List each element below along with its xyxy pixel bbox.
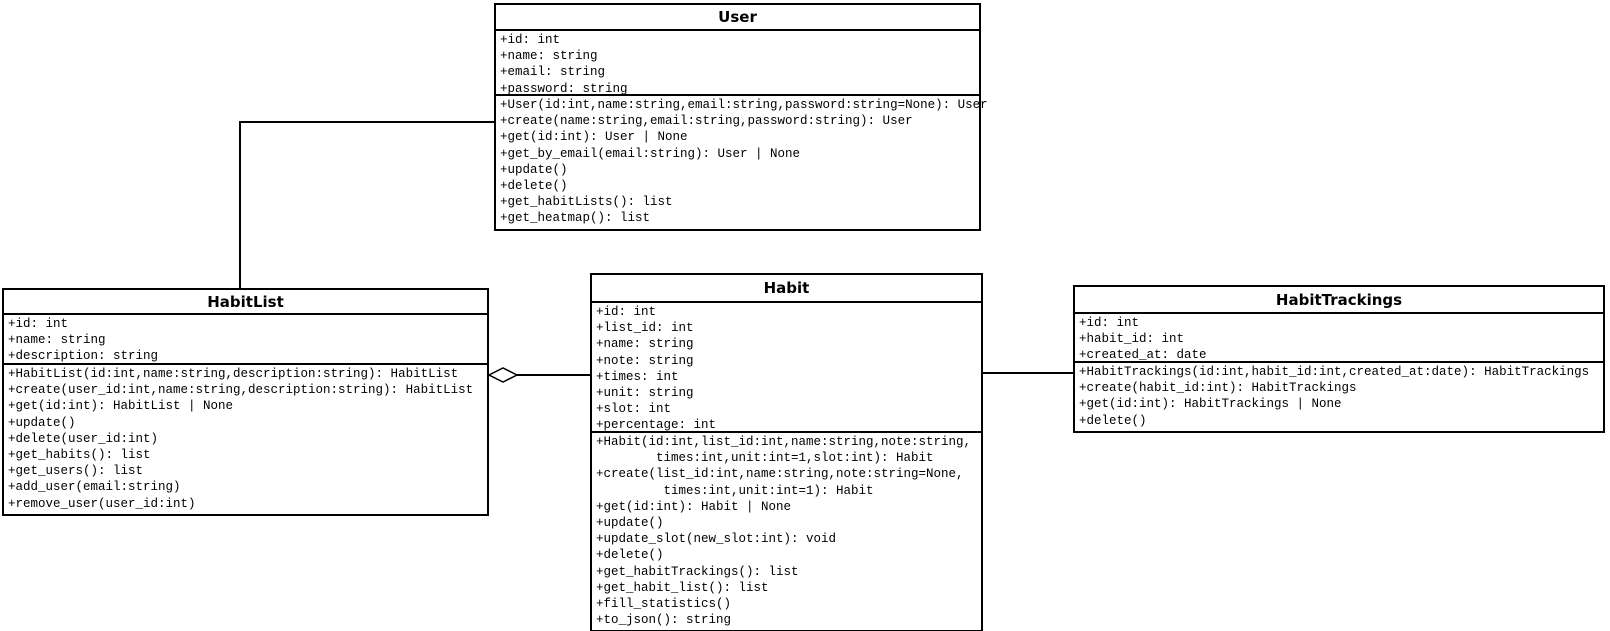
class-title-habitlist: HabitList (4, 290, 487, 315)
class-methods-habit: +Habit(id:int,list_id:int,name:string,no… (596, 435, 972, 628)
class-attributes-habittrackings: +id: int +habit_id: int +created_at: dat… (1075, 314, 1603, 363)
class-attributes-user: +id: int +name: string +email: string +p… (496, 31, 979, 96)
class-box-habitlist: HabitList +id: int +name: string +descri… (2, 288, 489, 516)
class-title-habittrackings: HabitTrackings (1075, 287, 1603, 314)
class-attributes-habitlist: +id: int +name: string +description: str… (4, 315, 487, 365)
class-title-habit: Habit (592, 275, 981, 303)
class-box-user: User +id: int +name: string +email: stri… (494, 3, 988, 231)
class-box-habittrackings: HabitTrackings +id: int +habit_id: int +… (1073, 285, 1605, 433)
class-box-habit: Habit +id: int +list_id: int +name: stri… (590, 273, 983, 631)
class-methods-habittrackings: +HabitTrackings(id:int,habit_id:int,crea… (1079, 365, 1590, 428)
aggregation-diamond-icon (487, 367, 519, 383)
class-methods-habitlist: +HabitList(id:int,name:string,descriptio… (8, 367, 474, 511)
class-methods-user: +User(id:int,name:string,email:string,pa… (500, 98, 988, 226)
class-attributes-habit: +id: int +list_id: int +name: string +no… (592, 303, 981, 433)
connector-user-habitlist (239, 121, 494, 290)
class-title-user: User (496, 5, 979, 31)
